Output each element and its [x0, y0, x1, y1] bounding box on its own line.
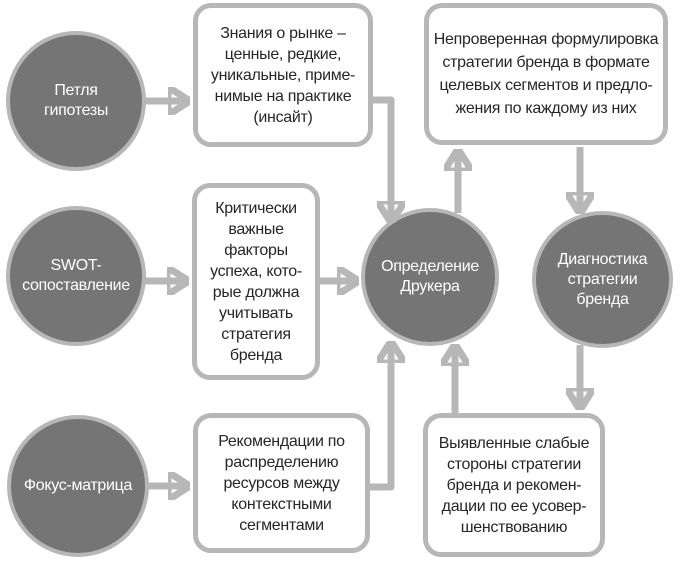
node-swot-mapping: SWOT- сопоставление — [6, 206, 146, 346]
node-drucker-definition-label: Определение Друкера — [381, 258, 479, 295]
node-drucker-definition: Определение Друкера — [361, 208, 499, 346]
box-market-knowledge-text: Знания о рынке – ценные, редкие, уникаль… — [210, 24, 356, 126]
node-focus-matrix-label: Фокус-матрица — [23, 477, 133, 494]
node-focus-matrix: Фокус-матрица — [7, 415, 149, 557]
box-weak-points-text: Выявленные слабые стороны стратегии брен… — [438, 434, 590, 536]
box-weak-points: Выявленные слабые стороны стратегии брен… — [423, 413, 605, 557]
node-brand-strategy-diagnostics-label: Диагностика стратегии бренда — [557, 250, 648, 308]
box-critical-success-factors: Критически важные факторы успеха, кото- … — [192, 183, 320, 380]
node-hypothesis-loop-label: Петля гипотезы — [43, 82, 109, 119]
box-market-knowledge: Знания о рынке – ценные, редкие, уникаль… — [193, 3, 373, 147]
box-unverified-strategy-text: Непроверенная формулировка стратегии бре… — [433, 31, 659, 117]
box-resource-recommendations-text: Рекомендации по распределению ресурсов м… — [218, 432, 345, 534]
box-critical-success-factors-text: Критически важные факторы успеха, кото- … — [210, 199, 302, 364]
arrow-recommendations-to-drucker — [368, 343, 391, 491]
arrow-market-knowledge-to-drucker — [371, 96, 391, 221]
node-hypothesis-loop: Петля гипотезы — [6, 31, 146, 171]
node-brand-strategy-diagnostics: Диагностика стратегии бренда — [532, 211, 673, 348]
box-unverified-strategy: Непроверенная формулировка стратегии бре… — [424, 3, 668, 145]
node-swot-mapping-label: SWOT- сопоставление — [22, 257, 130, 294]
box-resource-recommendations: Рекомендации по распределению ресурсов м… — [193, 413, 370, 553]
